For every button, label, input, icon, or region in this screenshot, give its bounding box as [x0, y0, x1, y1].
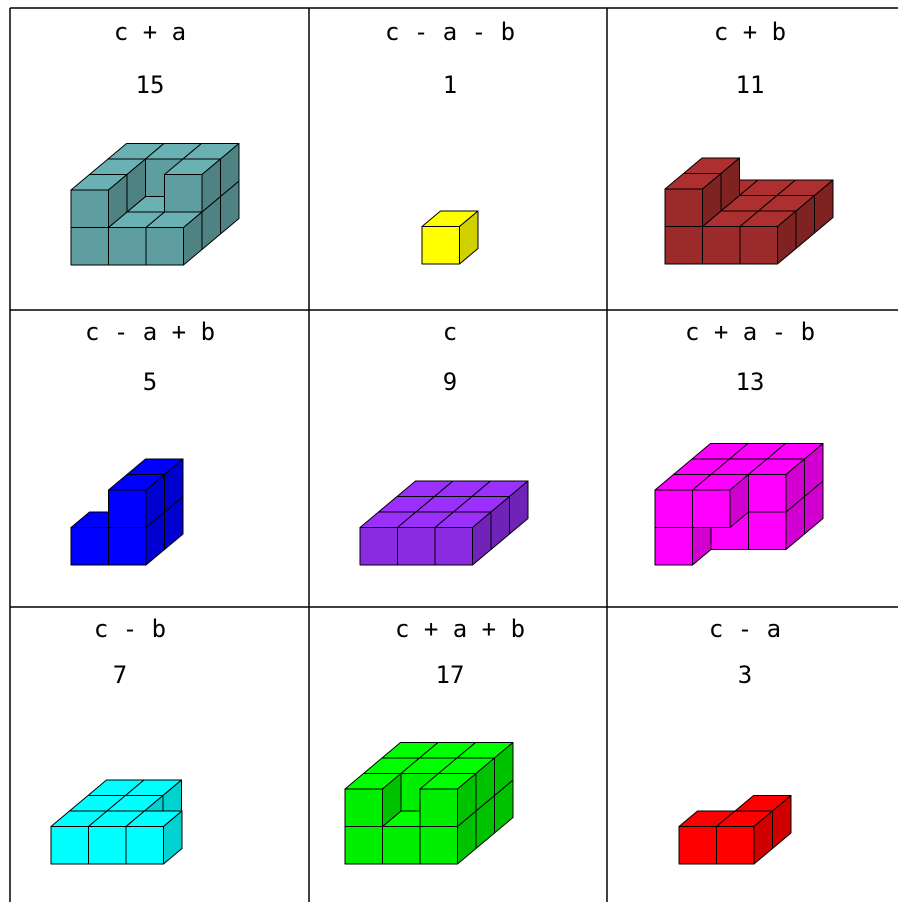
- unit-cube: [70, 227, 109, 266]
- cell-3-count: 11: [736, 71, 765, 99]
- cell-8-count: 17: [436, 661, 465, 689]
- unit-cube: [344, 773, 402, 827]
- cell-8-cube-shape: [344, 742, 514, 865]
- cell-7-cube-shape: [50, 779, 183, 865]
- cell-6-cube-shape: [654, 443, 824, 566]
- unit-cube: [748, 458, 805, 513]
- cell-2-count: 1: [443, 71, 457, 99]
- unit-cube: [344, 826, 383, 865]
- unit-cube: [748, 496, 805, 550]
- unit-cube: [438, 757, 495, 812]
- cell-1-count: 15: [136, 71, 165, 99]
- cell-3-expression: c + b: [714, 18, 786, 46]
- unit-cube: [126, 458, 184, 513]
- cell-7-expression: c - b: [94, 615, 166, 643]
- cell-9-count: 3: [738, 661, 752, 689]
- unit-cube: [683, 157, 740, 212]
- cell-4-cube-shape: [70, 458, 184, 566]
- unit-cube: [89, 158, 146, 213]
- cell-5-count: 9: [443, 368, 457, 396]
- grid-lines: [9, 7, 898, 902]
- unit-cube: [419, 773, 477, 827]
- cell-4-expression: c - a + b: [85, 318, 215, 346]
- cell-1-cube-shape: [70, 143, 240, 266]
- unit-cube: [766, 443, 824, 497]
- unit-cube: [434, 511, 492, 566]
- cell-5-cube-shape: [359, 480, 529, 566]
- cell-8-expression: c + a + b: [395, 615, 525, 643]
- unit-cube: [182, 143, 240, 197]
- cell-6-count: 13: [736, 368, 765, 396]
- cell-2-expression: c - a - b: [385, 18, 515, 46]
- cell-1-expression: c + a: [114, 18, 186, 46]
- unit-cube: [108, 511, 165, 566]
- unit-cube: [421, 210, 479, 265]
- unit-cube: [716, 810, 773, 865]
- unit-cube: [145, 211, 203, 266]
- cell-6-expression: c + a - b: [685, 318, 815, 346]
- unit-cube: [164, 158, 221, 213]
- unit-cube: [453, 496, 510, 550]
- cell-7-count: 7: [113, 661, 127, 689]
- unit-cube: [776, 179, 834, 234]
- unit-cube: [664, 173, 722, 227]
- cell-3-cube-shape: [664, 157, 834, 265]
- unit-cube: [108, 474, 165, 528]
- unit-cube: [692, 474, 749, 528]
- unit-cube: [664, 226, 703, 265]
- cell-9-expression: c - a: [709, 615, 781, 643]
- cell-4-count: 5: [143, 368, 157, 396]
- unit-cube: [739, 210, 797, 265]
- cell-5-expression: c: [443, 318, 457, 346]
- unit-cube: [70, 174, 128, 228]
- cell-2-cube-shape: [421, 210, 479, 265]
- unit-cube: [471, 480, 529, 535]
- cell-9-cube-shape: [678, 795, 792, 865]
- unit-cube: [125, 810, 183, 865]
